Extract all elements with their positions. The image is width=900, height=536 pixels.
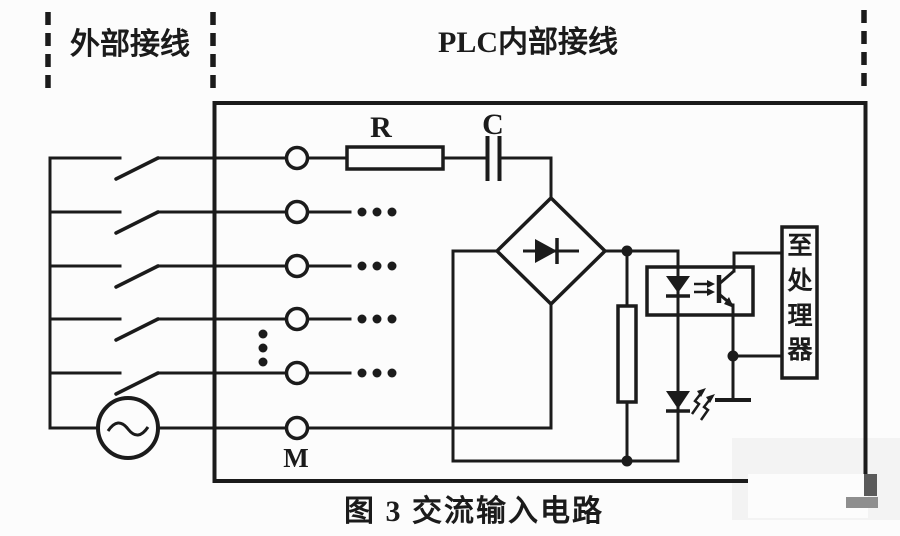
indicator-led-triangle xyxy=(666,391,690,409)
switch-blade-5 xyxy=(114,371,160,396)
series-capacitor: C xyxy=(482,108,504,181)
capacitor-label: C xyxy=(482,108,504,141)
led-flash-arrow1-head xyxy=(697,388,706,397)
bleeder-resistor-body xyxy=(616,304,638,404)
switch-blade-3 xyxy=(114,264,160,289)
input-terminal-3 xyxy=(284,253,310,279)
bridge-diode-triangle xyxy=(535,239,557,263)
led-flash-arrow1 xyxy=(690,391,703,415)
input-switches xyxy=(114,156,160,396)
ac-source xyxy=(96,396,160,460)
common-terminal-label: M xyxy=(283,443,308,473)
input-terminal-4 xyxy=(284,306,310,332)
indicator-led xyxy=(666,388,715,421)
figure-caption: 图 3 交流输入电路 xyxy=(344,494,604,528)
bridge-rectifier xyxy=(494,195,608,307)
led-flash-arrow2-head xyxy=(706,394,715,403)
junction-emitter xyxy=(727,350,739,362)
opto-led-triangle xyxy=(666,276,690,293)
processor-char-2: 处 xyxy=(786,267,812,295)
input-terminal-1 xyxy=(284,145,310,171)
opto-arrow1-head xyxy=(707,280,715,288)
series-resistor: R xyxy=(345,111,445,171)
input-terminals xyxy=(284,145,310,441)
plc-boundary-box xyxy=(212,101,868,483)
optocoupler-box xyxy=(645,265,755,317)
processor-char-1: 至 xyxy=(787,233,812,260)
transistor-collector xyxy=(718,269,735,286)
switch-blade-1 xyxy=(114,156,160,181)
junction-dc-minus xyxy=(621,455,633,467)
separator-dashed-lines xyxy=(45,10,867,88)
continuation-dots xyxy=(258,207,397,378)
processor-char-3: 理 xyxy=(787,303,812,330)
input-terminal-2 xyxy=(284,199,310,225)
watermark-gray-block xyxy=(846,497,878,508)
resistor-body xyxy=(345,145,445,171)
junction-dc-plus xyxy=(621,245,633,257)
wires xyxy=(48,156,784,463)
plc-internal-wiring-label: PLC内部接线 xyxy=(438,25,618,59)
input-terminal-5 xyxy=(284,360,310,386)
watermark-dark-square xyxy=(864,474,877,496)
dc-minus-rail xyxy=(451,249,680,463)
watermark-white-patch xyxy=(748,474,868,518)
opto-arrow2-head xyxy=(707,288,715,296)
watermark-artifacts xyxy=(748,474,878,518)
capacitor-gap xyxy=(489,151,498,165)
transistor-emitter-arrow xyxy=(724,297,734,308)
led-flash-arrow2 xyxy=(699,397,712,421)
resistor-label: R xyxy=(370,111,392,144)
ac-sine-symbol xyxy=(106,421,150,437)
common-terminal-m xyxy=(284,415,310,441)
processor-box-outline xyxy=(780,225,819,380)
external-wiring-label: 外部接线 xyxy=(70,27,190,61)
junction-dots xyxy=(621,245,739,467)
processor-char-4: 器 xyxy=(786,337,813,364)
switch-blade-2 xyxy=(114,210,160,235)
optocoupler xyxy=(666,269,735,308)
processor-box: 至 处 理 器 xyxy=(780,225,819,380)
switch-blade-4 xyxy=(114,317,160,342)
